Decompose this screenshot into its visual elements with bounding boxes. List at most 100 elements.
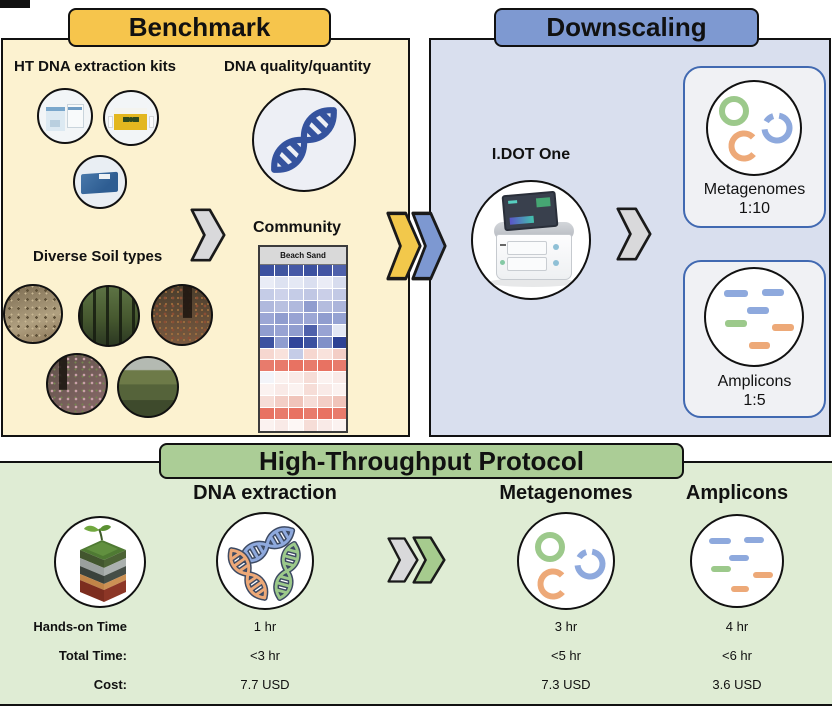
heatmap-cell	[303, 288, 317, 300]
column-heading-amplicons: Amplicons	[685, 482, 789, 504]
protocol-chevron-green-icon	[412, 536, 446, 584]
dna-fragment-orange-icon	[731, 586, 749, 592]
heatmap-cell	[274, 324, 288, 336]
dna-extraction-circle	[216, 512, 314, 610]
circular-dna-orange-icon	[728, 130, 760, 162]
machine-button-icon	[553, 260, 559, 266]
kit-label-icon	[99, 174, 110, 179]
heatmap-cell	[289, 408, 303, 420]
machine-screen	[501, 190, 559, 232]
dna-fragment-blue-icon	[709, 538, 731, 544]
vial-icon	[108, 115, 114, 129]
heatmap-cell	[289, 336, 303, 348]
heatmap-cell	[260, 420, 274, 431]
heatmap-cell	[318, 324, 332, 336]
heatmap-cell	[289, 420, 303, 431]
heatmap-cell	[303, 348, 317, 360]
heatmap-cell	[260, 276, 274, 288]
dna-fragment-blue-icon	[744, 537, 764, 543]
protocol-title: High-Throughput Protocol	[159, 443, 684, 479]
heatmap-cell	[318, 420, 332, 431]
heatmap-cell	[332, 312, 346, 324]
kit-box-icon	[46, 106, 65, 132]
screen-element	[509, 215, 535, 225]
heatmap-cell	[318, 288, 332, 300]
heatmap-cell	[289, 372, 303, 384]
heatmap-cell	[318, 265, 332, 276]
kit-box-icon	[68, 106, 82, 110]
heatmap-cell	[303, 312, 317, 324]
heatmap-cell	[303, 265, 317, 276]
heatmap-cell	[289, 324, 303, 336]
circular-dna-blue-icon	[574, 548, 606, 580]
value-cost-amplicons: 3.6 USD	[712, 677, 762, 692]
heatmap-cell	[260, 408, 274, 420]
heatmap-cell	[318, 408, 332, 420]
heatmap-title: Beach Sand	[260, 247, 346, 265]
downscaling-title-label: Downscaling	[546, 12, 707, 42]
kit-box-icon	[66, 104, 84, 128]
heatmap-cell	[260, 396, 274, 408]
heatmap-cell	[274, 348, 288, 360]
heatmap-cell	[289, 348, 303, 360]
circular-dna-green-icon	[535, 532, 565, 562]
heatmap-cell	[332, 372, 346, 384]
heatmap-cell	[318, 396, 332, 408]
circular-dna-green-icon	[719, 96, 749, 126]
kits-heading: HT DNA extraction kits	[14, 58, 176, 75]
dna-fragment-blue-icon	[747, 307, 769, 314]
heatmap-cell	[332, 324, 346, 336]
circular-dna-orange-icon	[537, 568, 569, 600]
circular-dna-blue-icon	[761, 112, 793, 144]
heatmap-cell	[303, 384, 317, 396]
kit-photo-2	[103, 90, 159, 146]
heatmap-cell	[289, 360, 303, 372]
benchmark-title: Benchmark	[68, 8, 331, 47]
soil-photo-5	[117, 356, 179, 418]
heatmap-cell	[274, 276, 288, 288]
heatmap-cell	[332, 300, 346, 312]
heatmap-cell	[260, 300, 274, 312]
heatmap-cell	[274, 372, 288, 384]
heatmap-cell	[274, 300, 288, 312]
heatmap-cell	[303, 420, 317, 431]
dna-quality-circle	[252, 88, 356, 192]
heatmap-cell	[289, 288, 303, 300]
community-heading: Community	[253, 219, 341, 236]
heatmap-cell	[303, 300, 317, 312]
heatmap-cell	[332, 348, 346, 360]
heatmap-cell	[274, 265, 288, 276]
dna-fragment-blue-icon	[729, 555, 749, 561]
soil-photo-1	[3, 284, 63, 344]
heatmap-cell	[274, 408, 288, 420]
heatmap-cell	[274, 396, 288, 408]
soil-cube-circle	[54, 516, 146, 608]
heatmap-cell	[274, 420, 288, 431]
heatmap-cell	[274, 312, 288, 324]
benchmark-chevron-icon	[190, 208, 226, 262]
value-cost-dna-extraction: 7.7 USD	[240, 677, 290, 692]
machine-button-icon	[500, 260, 505, 265]
machine-button-icon	[553, 244, 559, 250]
soil-photo-2	[78, 285, 140, 347]
heatmap-cell	[303, 360, 317, 372]
metagenomes-card: Metagenomes 1:10	[683, 66, 826, 228]
heatmap-cell	[289, 312, 303, 324]
heatmap-cell	[303, 324, 317, 336]
heatmap-cell	[318, 384, 332, 396]
dna-fragment-orange-icon	[753, 572, 773, 578]
soil-heading: Diverse Soil types	[33, 248, 163, 265]
idot-label: I.DOT One	[491, 146, 571, 163]
heatmap-cell	[332, 396, 346, 408]
metagenomes-label: Metagenomes	[703, 181, 806, 198]
benchmark-title-label: Benchmark	[128, 12, 271, 42]
heatmap-cell	[274, 288, 288, 300]
heatmap-cell	[260, 384, 274, 396]
idot-circle	[471, 180, 591, 300]
machine-drawer	[507, 241, 547, 255]
screen-element	[535, 197, 551, 208]
dna-fragment-orange-icon	[749, 342, 770, 349]
kit-photo-3	[73, 155, 127, 209]
heatmap-cell	[260, 348, 274, 360]
protocol-metagenomes-circle	[517, 512, 615, 610]
